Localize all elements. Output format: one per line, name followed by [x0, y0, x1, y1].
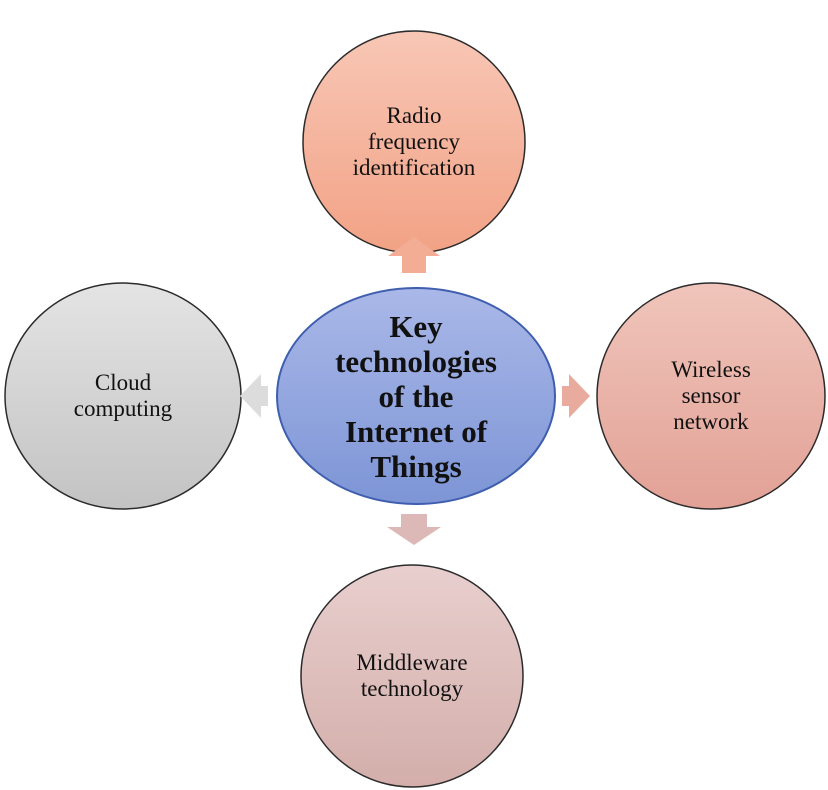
arrow-right-icon	[562, 374, 590, 418]
node-bottom-label: Middleware technology	[300, 564, 524, 788]
center-ellipse	[276, 287, 556, 505]
node-left-label: Cloud computing	[4, 282, 242, 510]
node-right-label: Wireless sensor network	[596, 282, 826, 510]
center-label-text: Key technologies of the Internet of Thin…	[335, 308, 497, 484]
node-bottom-label-text: Middleware technology	[356, 650, 468, 701]
node-left-label-text: Cloud computing	[73, 370, 173, 421]
arrow-down-icon	[387, 514, 441, 545]
node-top-label-text: Radio frequency identification	[352, 103, 476, 180]
center-label: Key technologies of the Internet of Thin…	[278, 290, 554, 502]
node-right-circle	[596, 282, 826, 510]
arrow-left-icon	[240, 374, 268, 418]
node-bottom-circle	[300, 564, 524, 788]
node-top-label: Radio frequency identification	[302, 30, 526, 254]
arrow-up-icon	[388, 237, 440, 273]
node-right-label-text: Wireless sensor network	[671, 357, 751, 434]
